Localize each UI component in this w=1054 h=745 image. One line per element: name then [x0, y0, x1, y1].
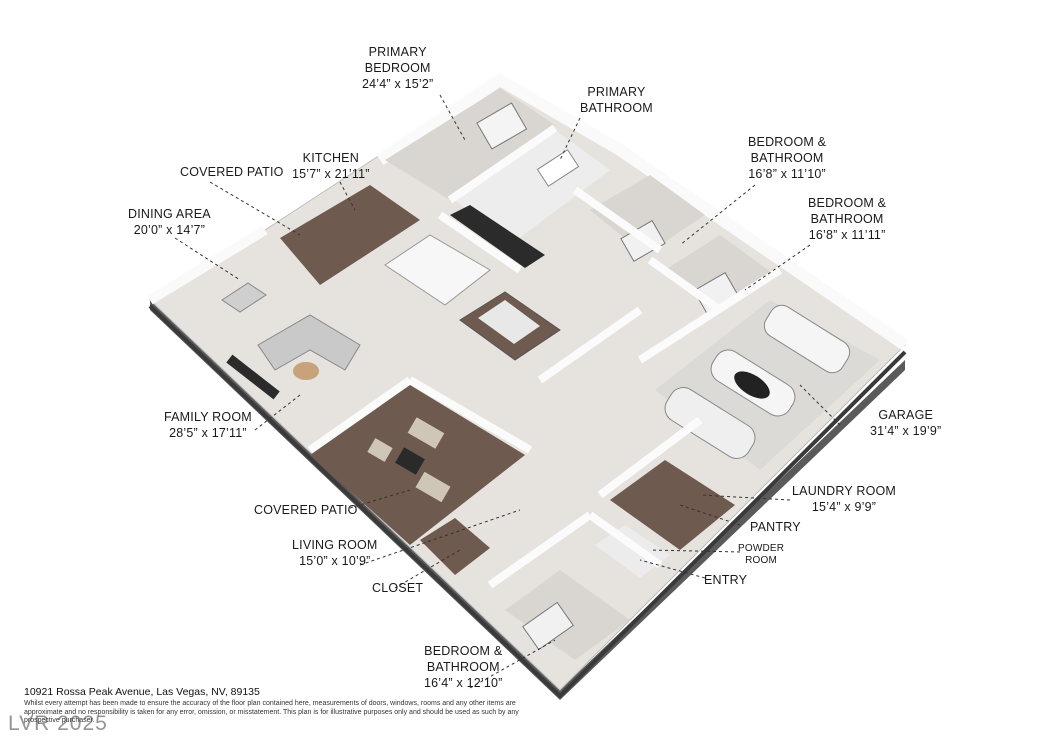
powder-room-floor — [595, 525, 670, 578]
room-name: BATHROOM — [426, 660, 500, 674]
label-pantry: PANTRY — [750, 519, 801, 535]
outer-wall — [376, 72, 909, 350]
room-dimensions: 15’4” x 9’9” — [811, 500, 877, 514]
room-name: ENTRY — [704, 573, 748, 587]
room-name: LIVING ROOM — [292, 538, 378, 552]
watermark: LVR 2025 — [8, 712, 108, 735]
room-dimensions: 16’8” x 11’10” — [748, 167, 826, 181]
room-name: COVERED PATIO — [180, 165, 284, 179]
property-address: 10921 Rossa Peak Avenue, Las Vegas, NV, … — [24, 686, 260, 698]
room-name: BEDROOM & — [748, 135, 827, 149]
room-name: BEDROOM — [364, 61, 431, 75]
patio-furniture — [367, 417, 451, 503]
bedroom-3-bed — [522, 601, 574, 651]
room-dimensions: 24’4” x 15’2” — [362, 77, 434, 91]
label-kitchen: KITCHEN 15’7” x 21’11” — [292, 150, 370, 182]
label-dining-area: DINING AREA 20’0” x 14’7” — [128, 206, 211, 238]
room-dimensions: 28’5” x 17’11” — [169, 426, 247, 440]
room-name: DINING AREA — [128, 207, 211, 221]
label-family-room: FAMILY ROOM 28’5” x 17’11” — [164, 409, 252, 441]
closet-floor — [420, 518, 490, 575]
room-name: COVERED PATIO — [254, 503, 358, 517]
room-name: FAMILY ROOM — [164, 410, 252, 424]
room-name: BEDROOM & — [808, 196, 887, 210]
room-name: PRIMARY — [368, 45, 427, 59]
room-dimensions: 15’0” x 10’9” — [299, 554, 371, 568]
dining-table — [221, 282, 267, 313]
disclaimer-text: Whilst every attempt has been made to en… — [24, 700, 519, 724]
room-name: CLOSET — [372, 581, 424, 595]
room-name: LAUNDRY ROOM — [792, 484, 897, 498]
label-living-room: LIVING ROOM 15’0” x 10’9” — [292, 537, 378, 569]
room-dimensions: 16’4” x 12’10” — [424, 676, 503, 690]
room-dimensions: 15’7” x 21’11” — [292, 167, 370, 181]
label-powder-room: POWDER ROOM — [738, 543, 784, 567]
room-dimensions: 20’0” x 14’7” — [133, 223, 206, 237]
interior-walls — [307, 124, 783, 589]
room-name: PRIMARY — [587, 85, 646, 99]
staircase-steps — [478, 300, 540, 344]
kitchen-counter — [450, 205, 545, 268]
bathtub — [536, 149, 580, 187]
room-name: BATHROOM — [810, 212, 884, 226]
room-name: POWDER — [738, 543, 785, 554]
coffee-table — [293, 362, 319, 380]
room-dimensions: 31’4” x 19’9” — [870, 424, 942, 438]
label-entry: ENTRY — [704, 572, 747, 588]
room-name: KITCHEN — [302, 151, 359, 165]
bedroom-3-floor — [505, 570, 630, 660]
room-name: BATHROOM — [580, 101, 653, 115]
label-bedroom-bathroom-2: BEDROOM & BATHROOM 16’8” x 11’11” — [808, 195, 886, 243]
tv-console — [226, 354, 280, 400]
outer-wall — [147, 225, 268, 305]
kitchen-island — [384, 234, 491, 306]
bedroom-1-floor — [590, 175, 705, 255]
label-laundry-room: LAUNDRY ROOM 15’4” x 9’9” — [792, 483, 896, 515]
label-primary-bathroom: PRIMARY BATHROOM — [580, 84, 653, 116]
room-dimensions: 16’8” x 11’11” — [808, 228, 886, 242]
garage-cars — [664, 304, 851, 459]
footer: 10921 Rossa Peak Avenue, Las Vegas, NV, … — [24, 686, 544, 726]
label-garage: GARAGE 31’4” x 19’9” — [870, 407, 941, 439]
label-primary-bedroom: PRIMARY BEDROOM 24’4” x 15’2” — [362, 44, 433, 92]
label-bedroom-bathroom-3: BEDROOM & BATHROOM 16’4” x 12’10” — [424, 643, 503, 691]
laundry-room-floor — [610, 460, 735, 550]
room-name: PANTRY — [750, 520, 801, 534]
label-covered-patio-top: COVERED PATIO — [180, 164, 284, 180]
room-name: BEDROOM & — [424, 644, 503, 658]
room-name: BATHROOM — [750, 151, 824, 165]
label-closet: CLOSET — [372, 580, 423, 596]
room-name: GARAGE — [878, 408, 934, 422]
outer-wall-shadow — [148, 304, 907, 699]
leader-lines — [174, 94, 841, 689]
primary-bed — [476, 102, 528, 150]
family-room-sofa — [257, 314, 361, 371]
kitchen-patio-floor — [280, 185, 420, 285]
label-covered-patio-bottom: COVERED PATIO — [254, 502, 358, 518]
label-bedroom-bathroom-1: BEDROOM & BATHROOM 16’8” x 11’10” — [748, 134, 826, 182]
room-name: ROOM — [745, 555, 778, 566]
